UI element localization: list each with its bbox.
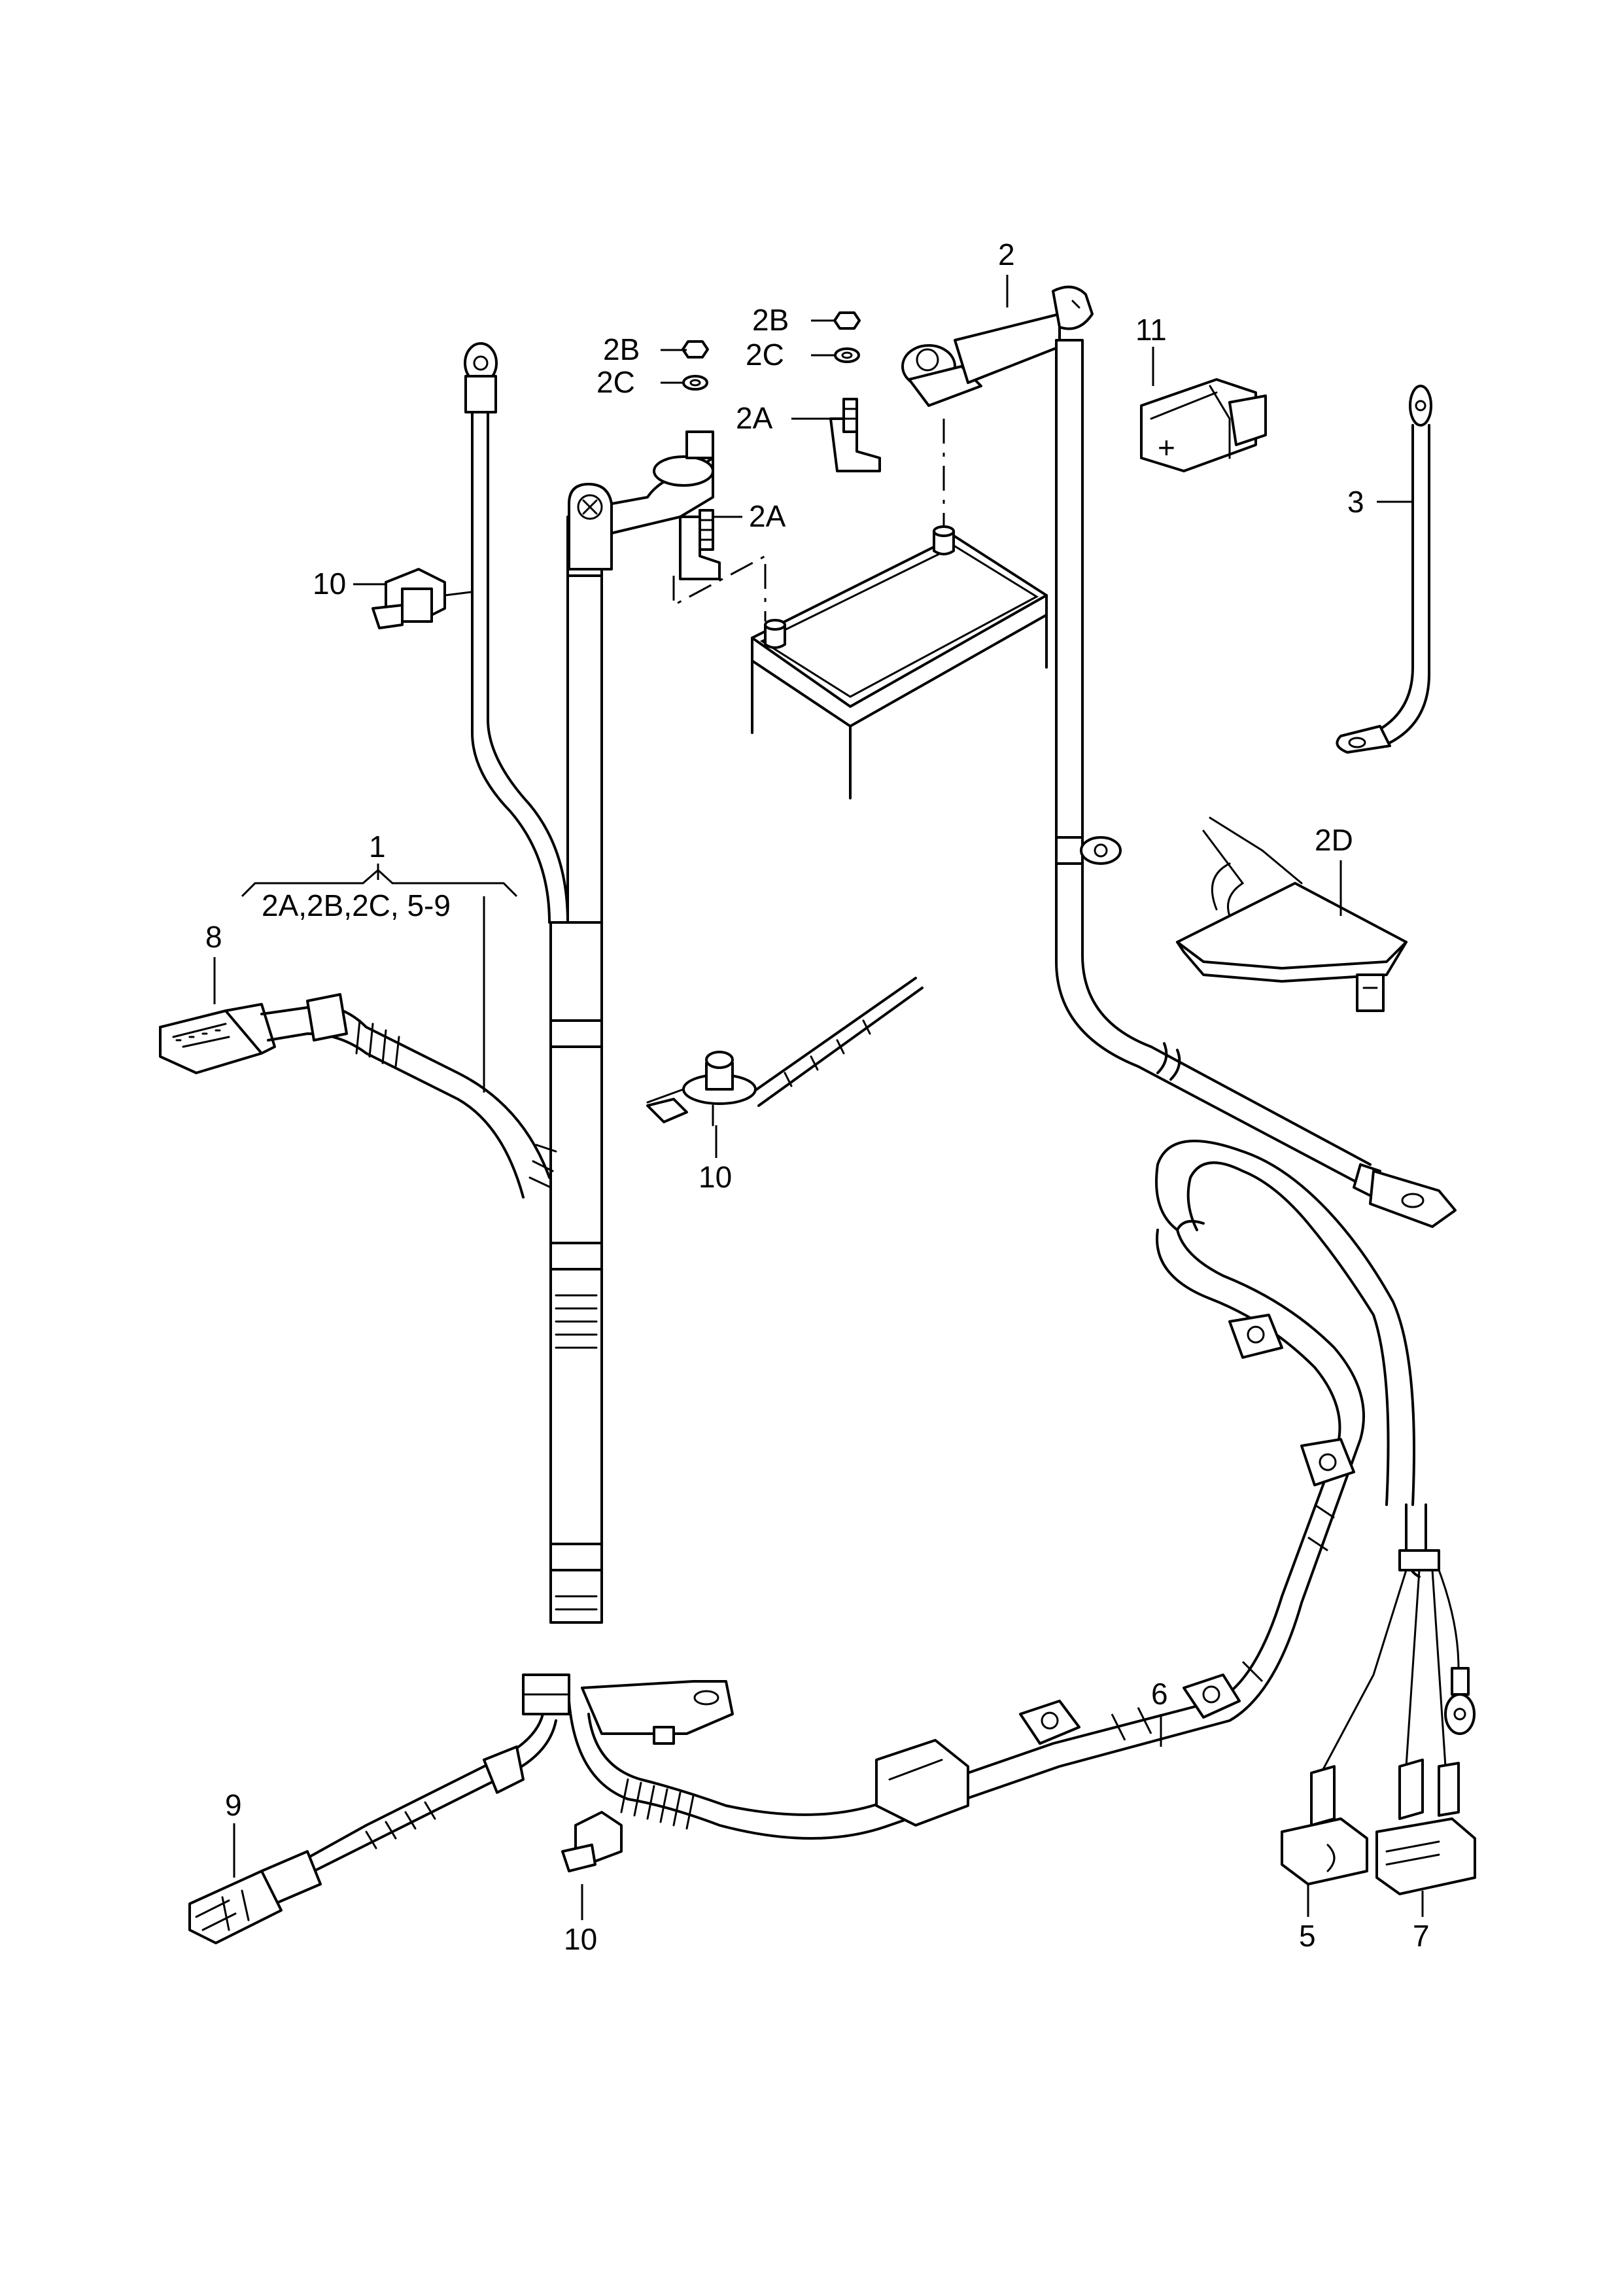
connector-9-branch (188, 1713, 557, 1944)
label-10-mid: 10 (699, 1160, 732, 1194)
assembly-lines (672, 419, 945, 622)
label-7: 7 (1413, 1919, 1430, 1953)
label-5: 5 (1299, 1919, 1316, 1953)
label-1-sub: 2A,2B,2C, 5-9 (262, 888, 451, 922)
svg-text:+: + (1158, 430, 1175, 464)
cable-3 (1336, 385, 1432, 754)
cable-tie (646, 977, 924, 1127)
battery-icon (751, 525, 1048, 799)
harness-collar (522, 1673, 570, 1715)
label-2a-mid: 2A (749, 499, 786, 533)
label-10-bottom: 10 (564, 1922, 597, 1956)
harness-clip (371, 568, 472, 629)
label-9: 9 (225, 1788, 242, 1822)
label-11: 11 (1135, 313, 1167, 347)
label-2: 2 (998, 237, 1015, 272)
leader-lines (213, 275, 1424, 1920)
callout-labels: 1 2A,2B,2C, 5-9 2 2B 2C 2B 2C 2A 2A 2D 3… (205, 237, 1430, 1956)
label-2b-right: 2B (752, 303, 789, 337)
label-8: 8 (205, 920, 222, 954)
label-2c-right: 2C (746, 338, 784, 372)
label-6: 6 (1151, 1677, 1168, 1711)
positive-terminal-cable (829, 285, 1457, 1228)
bracket-2d (1176, 816, 1408, 1012)
main-harness (464, 342, 603, 1624)
label-2b-left: 2B (603, 332, 640, 366)
label-2c-left: 2C (596, 365, 635, 399)
label-2d: 2D (1315, 823, 1353, 857)
label-1-bracket (241, 864, 518, 1093)
connector-8-branch (159, 993, 557, 1199)
fuse-holder-icon: + (1140, 378, 1267, 472)
branch-5-7 (1281, 1503, 1476, 1895)
label-2a-top: 2A (736, 401, 773, 435)
negative-terminal-clamp (568, 430, 721, 580)
mount-bracket (581, 1680, 734, 1745)
battery-cable-6 (568, 1140, 1415, 1840)
label-10-top: 10 (313, 567, 346, 601)
label-3: 3 (1347, 485, 1364, 519)
label-1: 1 (369, 830, 386, 864)
push-clip (561, 1811, 623, 1872)
